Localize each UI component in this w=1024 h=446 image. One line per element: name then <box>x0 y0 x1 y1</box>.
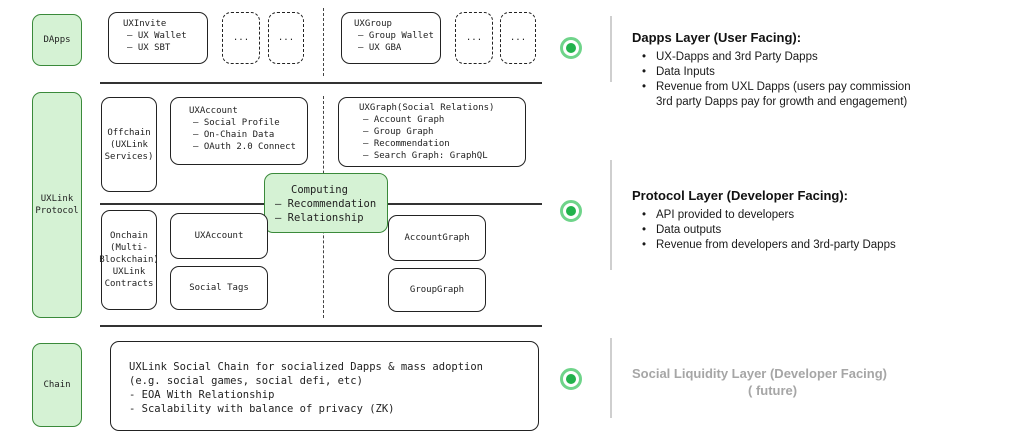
onchain-box: Onchain (Multi- Blockchain) UXLink Contr… <box>99 210 159 310</box>
offchain-box: Offchain (UXLink Services) <box>101 97 157 192</box>
divider-vertical <box>323 8 324 76</box>
dapps-layer-node <box>560 37 582 59</box>
uxaccount-onchain-box: UXAccount <box>170 213 268 259</box>
uxaccount-item: OAuth 2.0 Connect <box>189 141 307 153</box>
dapps-label: DApps <box>32 14 82 66</box>
layer-separator <box>100 82 542 84</box>
social-tags-box: Social Tags <box>170 266 268 310</box>
uxgraph-item: Group Graph <box>363 126 525 138</box>
bullet-item: Data Inputs <box>642 65 1016 80</box>
account-graph-box: AccountGraph <box>388 215 486 261</box>
bullet-item: Revenue from developers and 3rd-party Da… <box>642 238 1016 253</box>
protocol-layer-bullets: API provided to developers Data outputs … <box>640 208 1016 253</box>
uxgraph-item: Recommendation <box>363 138 525 150</box>
protocol-label: UXLink Protocol <box>32 92 82 318</box>
uxinvite-box: UXInvite UX Wallet UX SBT <box>108 12 208 64</box>
bullet-item: Data outputs <box>642 223 1016 238</box>
computing-item: Relationship <box>275 211 387 225</box>
layer-separator <box>100 325 542 327</box>
uxaccount-item: Social Profile <box>189 117 307 129</box>
timeline-line <box>610 338 612 418</box>
uxgraph-title: UXGraph(Social Relations) <box>359 103 495 113</box>
dapps-layer-bullets: UX-Dapps and 3rd Party Dapps Data Inputs… <box>640 50 1016 95</box>
uxgroup-item: UX GBA <box>354 42 440 54</box>
placeholder-box: ... <box>500 12 536 64</box>
uxinvite-title: UXInvite <box>123 19 167 29</box>
protocol-layer-node <box>560 200 582 222</box>
uxgraph-item: Search Graph: GraphQL <box>363 150 525 162</box>
social-chain-box: UXLink Social Chain for socialized Dapps… <box>110 341 539 431</box>
placeholder-box: ... <box>455 12 493 64</box>
timeline-line <box>610 16 612 82</box>
social-layer-node <box>560 368 582 390</box>
uxaccount-item: On-Chain Data <box>189 129 307 141</box>
computing-title: Computing <box>291 184 348 196</box>
uxinvite-item: UX Wallet <box>123 30 207 42</box>
uxgroup-title: UXGroup <box>354 19 392 29</box>
social-layer-heading: Social Liquidity Layer (Developer Facing… <box>632 366 888 381</box>
chain-line: UXLink Social Chain for socialized Dapps… <box>129 361 484 373</box>
chain-line: - EOA With Relationship <box>129 389 275 401</box>
protocol-layer-heading: Protocol Layer (Developer Facing): <box>632 188 848 203</box>
chain-line: (e.g. social games, social defi, etc) <box>129 375 363 387</box>
uxgraph-item: Account Graph <box>363 114 525 126</box>
computing-item: Recommendation <box>275 197 387 211</box>
uxaccount-box: UXAccount Social Profile On-Chain Data O… <box>170 97 308 165</box>
uxaccount-title: UXAccount <box>189 106 238 116</box>
bullet-item: API provided to developers <box>642 208 1016 223</box>
dapps-layer-continuation: 3rd party Dapps pay for growth and engag… <box>656 96 908 108</box>
dapps-layer-heading: Dapps Layer (User Facing): <box>632 30 802 45</box>
placeholder-box: ... <box>268 12 304 64</box>
social-layer-sub: ( future) <box>748 383 798 398</box>
uxgraph-box: UXGraph(Social Relations) Account Graph … <box>338 97 526 167</box>
uxgroup-item: Group Wallet <box>354 30 440 42</box>
uxgroup-box: UXGroup Group Wallet UX GBA <box>341 12 441 64</box>
uxinvite-item: UX SBT <box>123 42 207 54</box>
chain-label: Chain <box>32 343 82 427</box>
placeholder-box: ... <box>222 12 260 64</box>
bullet-item: UX-Dapps and 3rd Party Dapps <box>642 50 1016 65</box>
chain-line: - Scalability with balance of privacy (Z… <box>129 403 395 415</box>
group-graph-box: GroupGraph <box>388 268 486 312</box>
computing-box: Computing Recommendation Relationship <box>264 173 388 233</box>
timeline-line <box>610 160 612 270</box>
bullet-item: Revenue from UXL Dapps (users pay commis… <box>642 80 1016 95</box>
